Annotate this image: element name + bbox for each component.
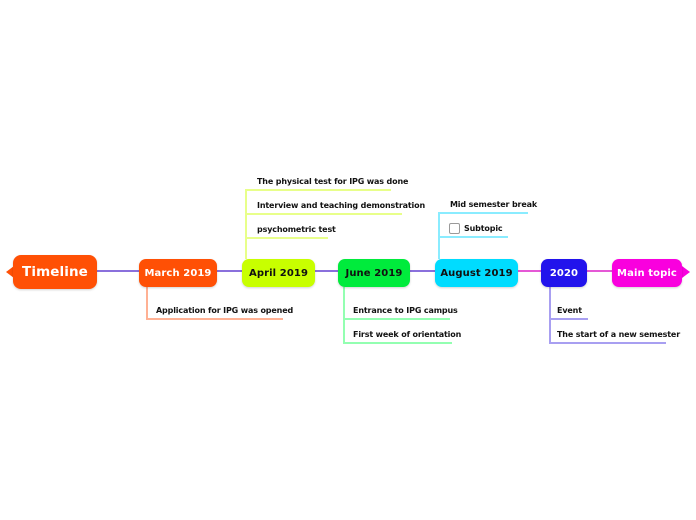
node-august-2019[interactable]: August 2019 — [435, 259, 518, 287]
subtopic-start-new-semester[interactable]: The start of a new semester — [557, 330, 681, 339]
branch-line-april — [245, 189, 247, 259]
node-2020[interactable]: 2020 — [541, 259, 587, 287]
branch-line-june — [343, 318, 450, 320]
branch-line-april — [245, 189, 391, 191]
subtopic-psychometric-test[interactable]: psychometric test — [257, 225, 336, 234]
node-march-2019[interactable]: March 2019 — [139, 259, 217, 287]
branch-line-june — [343, 287, 345, 344]
branch-line-august — [438, 236, 508, 238]
subtopic-subtopic[interactable]: Subtopic — [464, 224, 503, 233]
branch-line-april — [245, 237, 328, 239]
node-timeline[interactable]: Timeline — [13, 255, 97, 289]
subtopic-physical-test[interactable]: The physical test for IPG was done — [257, 177, 409, 186]
subtopic-first-week-orientation[interactable]: First week of orientation — [353, 330, 462, 339]
branch-line-2020 — [549, 318, 588, 320]
connector-april-june — [314, 270, 339, 272]
subtopic-interview-demo[interactable]: Interview and teaching demonstration — [257, 201, 426, 210]
node-june-2019[interactable]: June 2019 — [338, 259, 410, 287]
branch-line-august — [438, 212, 440, 259]
subtopic-mid-semester-break[interactable]: Mid semester break — [450, 200, 538, 209]
checkbox-icon[interactable] — [449, 223, 460, 234]
connector-june-august — [409, 270, 436, 272]
connector-2020-maintopic — [586, 270, 613, 272]
node-april-2019[interactable]: April 2019 — [242, 259, 315, 287]
branch-line-august — [438, 212, 528, 214]
branch-line-2020 — [549, 287, 551, 344]
connector-march-april — [216, 270, 243, 272]
connector-timeline-march — [96, 270, 140, 272]
branch-line-april — [245, 213, 402, 215]
branch-line-march — [146, 287, 148, 320]
subtopic-entrance-ipg-campus[interactable]: Entrance to IPG campus — [353, 306, 458, 315]
branch-line-march — [146, 318, 283, 320]
branch-line-2020 — [549, 342, 666, 344]
collapse-arrow-right-icon[interactable] — [682, 266, 690, 278]
subtopic-event[interactable]: Event — [557, 306, 582, 315]
connector-august-2020 — [517, 270, 542, 272]
collapse-arrow-left-icon[interactable] — [6, 266, 14, 278]
node-main-topic[interactable]: Main topic — [612, 259, 682, 287]
subtopic-application-ipg-opened[interactable]: Application for IPG was opened — [156, 306, 294, 315]
branch-line-june — [343, 342, 452, 344]
